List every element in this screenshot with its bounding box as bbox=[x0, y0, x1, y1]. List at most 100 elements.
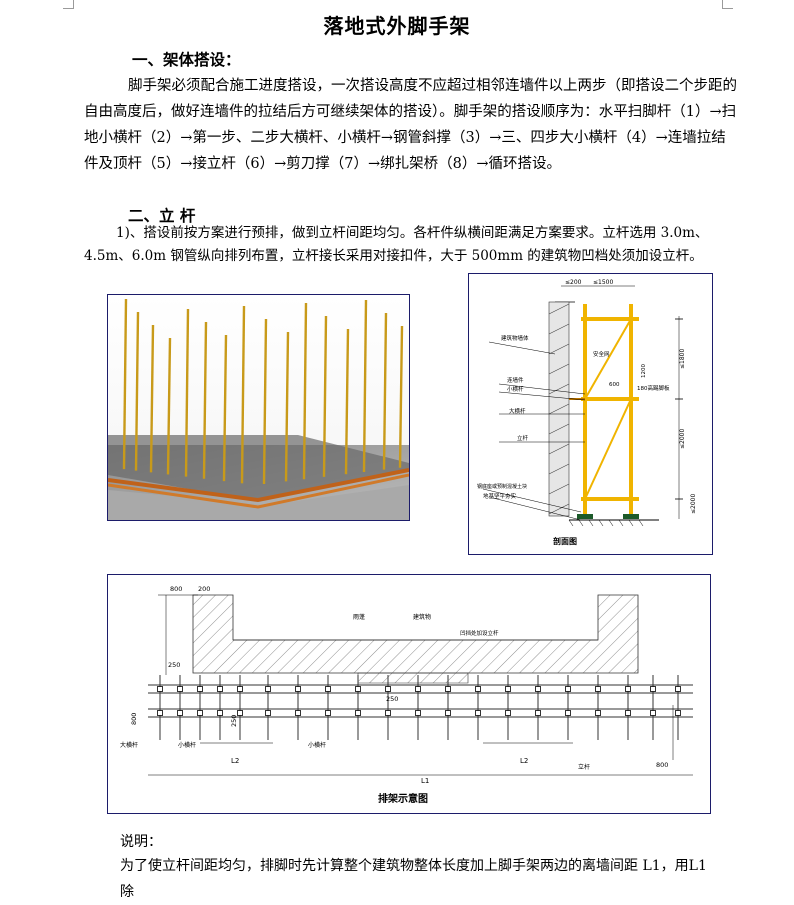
scaffold-pole bbox=[344, 328, 350, 475]
section-1-paragraph: 脚手架必须配合施工进度搭设，一次搭设高度不应超过相邻连墙件以上两步（即搭设二个步… bbox=[84, 73, 737, 177]
document-title: 落地式外脚手架 bbox=[323, 14, 471, 38]
plan-upright-node bbox=[295, 710, 301, 716]
plan-upright-node bbox=[650, 710, 656, 716]
scaffold-pole bbox=[284, 331, 290, 482]
plan-upright-node bbox=[475, 710, 481, 716]
section-1-line-1: 脚手架必须配合施工进度搭设，一次搭设高度不应超过相邻连墙件以上两步（即搭设二个步… bbox=[128, 78, 737, 94]
section-drawing-svg: ≤200 ≤1500 bbox=[469, 274, 712, 554]
scaffold-pole bbox=[398, 325, 404, 468]
section-1-line-2: 自由高度后，做好连墙件的拉结后方可继续架体的搭设）。脚手架的搭设顺序为：水平扫脚… bbox=[84, 104, 737, 120]
scaffold-pole bbox=[166, 337, 172, 475]
label-small-bar: 小横杆 bbox=[507, 385, 524, 393]
plan-label-big-bar: 大横杆 bbox=[120, 741, 138, 749]
page-corner-mark-left bbox=[63, 0, 74, 9]
plan-upright-node bbox=[505, 686, 511, 692]
plan-dim-L1: L1 bbox=[421, 777, 429, 785]
plan-caption: 排架示意图 bbox=[378, 792, 428, 805]
dim-2000b: ≤2000 bbox=[690, 494, 697, 514]
plan-upright-node bbox=[325, 710, 331, 716]
plan-label-upright: 立杆 bbox=[578, 763, 590, 771]
dim-1800: ≤1800 bbox=[679, 349, 686, 369]
plan-upright-node bbox=[595, 710, 601, 716]
label-base: 钢底座或预制混凝土块 bbox=[477, 483, 527, 490]
label-safety-net: 安全网 bbox=[593, 350, 610, 358]
scaffold-pole bbox=[202, 321, 208, 479]
label-railing: 180高踢脚板 bbox=[637, 384, 670, 392]
label-upright: 立杆 bbox=[517, 434, 529, 442]
plan-dim-200: 200 bbox=[198, 585, 210, 593]
plan-upright-node bbox=[535, 710, 541, 716]
plan-upright-node bbox=[177, 710, 183, 716]
plan-upright-node bbox=[197, 710, 203, 716]
plan-upright-node bbox=[197, 686, 203, 692]
plan-label-small-bar: 小横杆 bbox=[178, 741, 196, 749]
scaffold-pole bbox=[134, 311, 140, 471]
scaffold-pole bbox=[382, 312, 388, 470]
section-2-line-1: 1)、搭设前按方案进行预排，做到立杆间距均匀。各杆件纵横间距满足方案要求。立杆选… bbox=[116, 225, 709, 241]
section-2-line-2: 4.5m、6.0m 钢管纵向排列布置，立杆接长采用对接扣件，大于 500mm 的… bbox=[84, 248, 703, 264]
plan-upright-node bbox=[535, 686, 541, 692]
note-label: 说明： bbox=[120, 834, 162, 850]
plan-upright-node bbox=[675, 686, 681, 692]
plan-dim-800-left: 800 bbox=[130, 713, 138, 725]
plan-upright-node bbox=[505, 710, 511, 716]
plan-upright-node bbox=[565, 710, 571, 716]
scaffold-pole bbox=[262, 318, 268, 485]
plan-upright-node bbox=[177, 686, 183, 692]
section-drawing: ≤200 ≤1500 bbox=[468, 273, 713, 555]
scaffold-3d-render bbox=[108, 295, 409, 520]
plan-upright-node bbox=[295, 686, 301, 692]
plan-dim-250-mid: 250 bbox=[386, 695, 398, 703]
scaffold-pole bbox=[184, 308, 190, 477]
section-1-line-3: 地小横杆（2）→第一步、二步大横杆、小横杆→钢管斜撑（3）→三、四步大小横杆（4… bbox=[84, 130, 726, 146]
dim-2000a: ≤2000 bbox=[679, 429, 686, 449]
plan-label-awning: 雨蓬 bbox=[353, 613, 365, 621]
plan-label-concave: 凹挡处加设立杆 bbox=[460, 629, 499, 637]
plan-upright-node bbox=[385, 710, 391, 716]
plan-upright-node bbox=[237, 686, 243, 692]
plan-upright-node bbox=[595, 686, 601, 692]
plan-upright-node bbox=[217, 710, 223, 716]
plan-upright-node bbox=[157, 686, 163, 692]
note-line: 为了使立杆间距均匀，排脚时先计算整个建筑物整体长度加上脚手架两边的离墙间距 L1… bbox=[120, 858, 707, 900]
label-building-wall: 建筑物墙体 bbox=[501, 334, 529, 342]
plan-dim-250-left: 250 bbox=[168, 661, 180, 669]
plan-upright-node bbox=[157, 710, 163, 716]
plan-upright-node bbox=[675, 710, 681, 716]
plan-drawing: 800 200 250 800 250 250 雨蓬 建筑物 凹挡处加设立杆 大… bbox=[107, 574, 711, 814]
plan-label-small-bar-2: 小横杆 bbox=[308, 741, 326, 749]
section-heading-1: 一、架体搭设： bbox=[132, 50, 241, 69]
section-caption: 剖面图 bbox=[553, 536, 577, 546]
scaffold-pole bbox=[222, 334, 228, 482]
label-foundation: 地基坚平夯实 bbox=[483, 492, 517, 500]
plan-drawing-svg: 800 200 250 800 250 250 雨蓬 建筑物 凹挡处加设立杆 大… bbox=[108, 575, 710, 813]
scaffold-pole bbox=[322, 315, 328, 477]
plan-dim-250-v: 250 bbox=[230, 715, 238, 727]
plan-dim-L2-left: L2 bbox=[231, 757, 239, 765]
plan-upright-node bbox=[625, 710, 631, 716]
label-wall-tie: 连墙件 bbox=[507, 376, 524, 384]
dim-top-a: ≤200 bbox=[565, 279, 582, 286]
plan-upright-node bbox=[355, 710, 361, 716]
plan-dim-L2-right: L2 bbox=[520, 757, 528, 765]
plan-upright-node bbox=[385, 686, 391, 692]
plan-upright-node bbox=[475, 686, 481, 692]
section-heading-2: 二、立 杆 bbox=[128, 206, 196, 225]
plan-upright-node bbox=[565, 686, 571, 692]
scaffold-pole bbox=[362, 299, 368, 473]
label-big-bar: 大横杆 bbox=[509, 407, 526, 415]
plan-upright-node bbox=[650, 686, 656, 692]
plan-upright-node bbox=[445, 710, 451, 716]
plan-upright-node bbox=[237, 710, 243, 716]
plan-upright-node bbox=[355, 686, 361, 692]
plan-upright-node bbox=[415, 710, 421, 716]
scaffold-pole bbox=[240, 305, 246, 484]
label-600: 600 bbox=[609, 382, 620, 388]
section-1-line-4: 件及顶杆（5）→接立杆（6）→剪刀撑（7）→绑扎架桥（8）→循环搭设。 bbox=[84, 156, 561, 172]
plan-upright-node bbox=[445, 686, 451, 692]
dim-top-b: ≤1500 bbox=[593, 279, 613, 286]
scaffold-pole bbox=[302, 302, 308, 480]
section-2-paragraph: 1)、搭设前按方案进行预排，做到立杆间距均匀。各杆件纵横间距满足方案要求。立杆选… bbox=[84, 222, 708, 268]
plan-upright-node bbox=[265, 710, 271, 716]
plan-label-building: 建筑物 bbox=[413, 613, 431, 621]
